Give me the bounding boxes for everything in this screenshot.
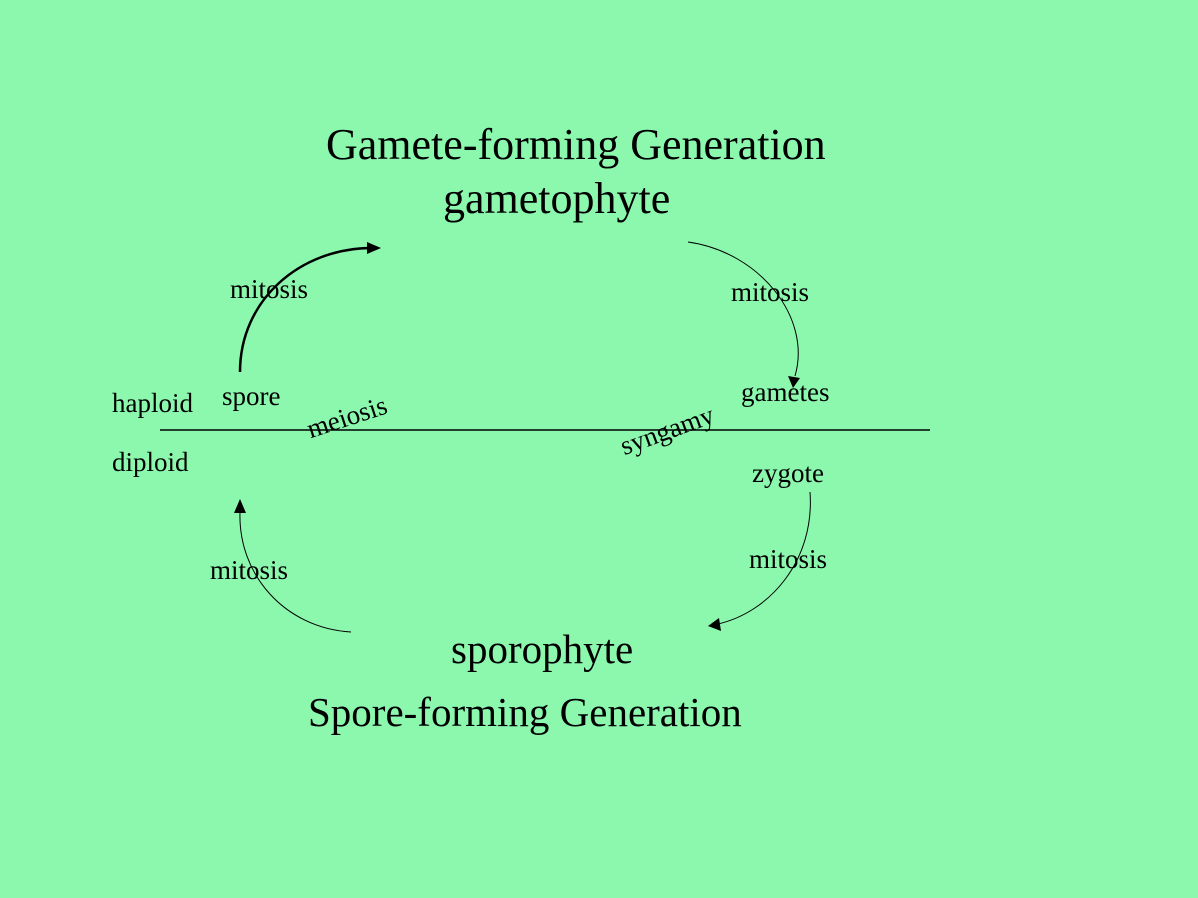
arrowhead-sporophyte-to-spore (234, 499, 246, 513)
mitosis-bottom-right-label: mitosis (749, 544, 828, 574)
arrowhead-spore-to-gametophyte (367, 242, 381, 254)
sporophyte-generation-title: Spore-forming Generation (308, 689, 742, 735)
arrow-zygote-to-sporophyte (717, 491, 811, 625)
arrowhead-zygote-to-sporophyte (708, 618, 721, 631)
mitosis-top-left-label: mitosis (230, 274, 309, 304)
gametophyte-generation-title: Gamete-forming Generation (326, 120, 826, 169)
mitosis-bottom-left-label: mitosis (210, 555, 289, 585)
gametophyte-label: gametophyte (443, 174, 671, 223)
arrowhead-gametophyte-to-gametes (788, 376, 800, 388)
spore-label: spore (222, 381, 281, 411)
diploid-label: diploid (112, 447, 189, 477)
zygote-label: zygote (752, 458, 824, 488)
gametes-label: gametes (741, 377, 830, 407)
mitosis-top-right-label: mitosis (731, 277, 810, 307)
sporophyte-label: sporophyte (451, 626, 634, 672)
arrow-spore-to-gametophyte (238, 246, 373, 373)
arrow-gametophyte-to-gametes (687, 241, 799, 377)
haploid-label: haploid (112, 388, 193, 418)
arrow-sporophyte-to-spore (239, 511, 352, 633)
